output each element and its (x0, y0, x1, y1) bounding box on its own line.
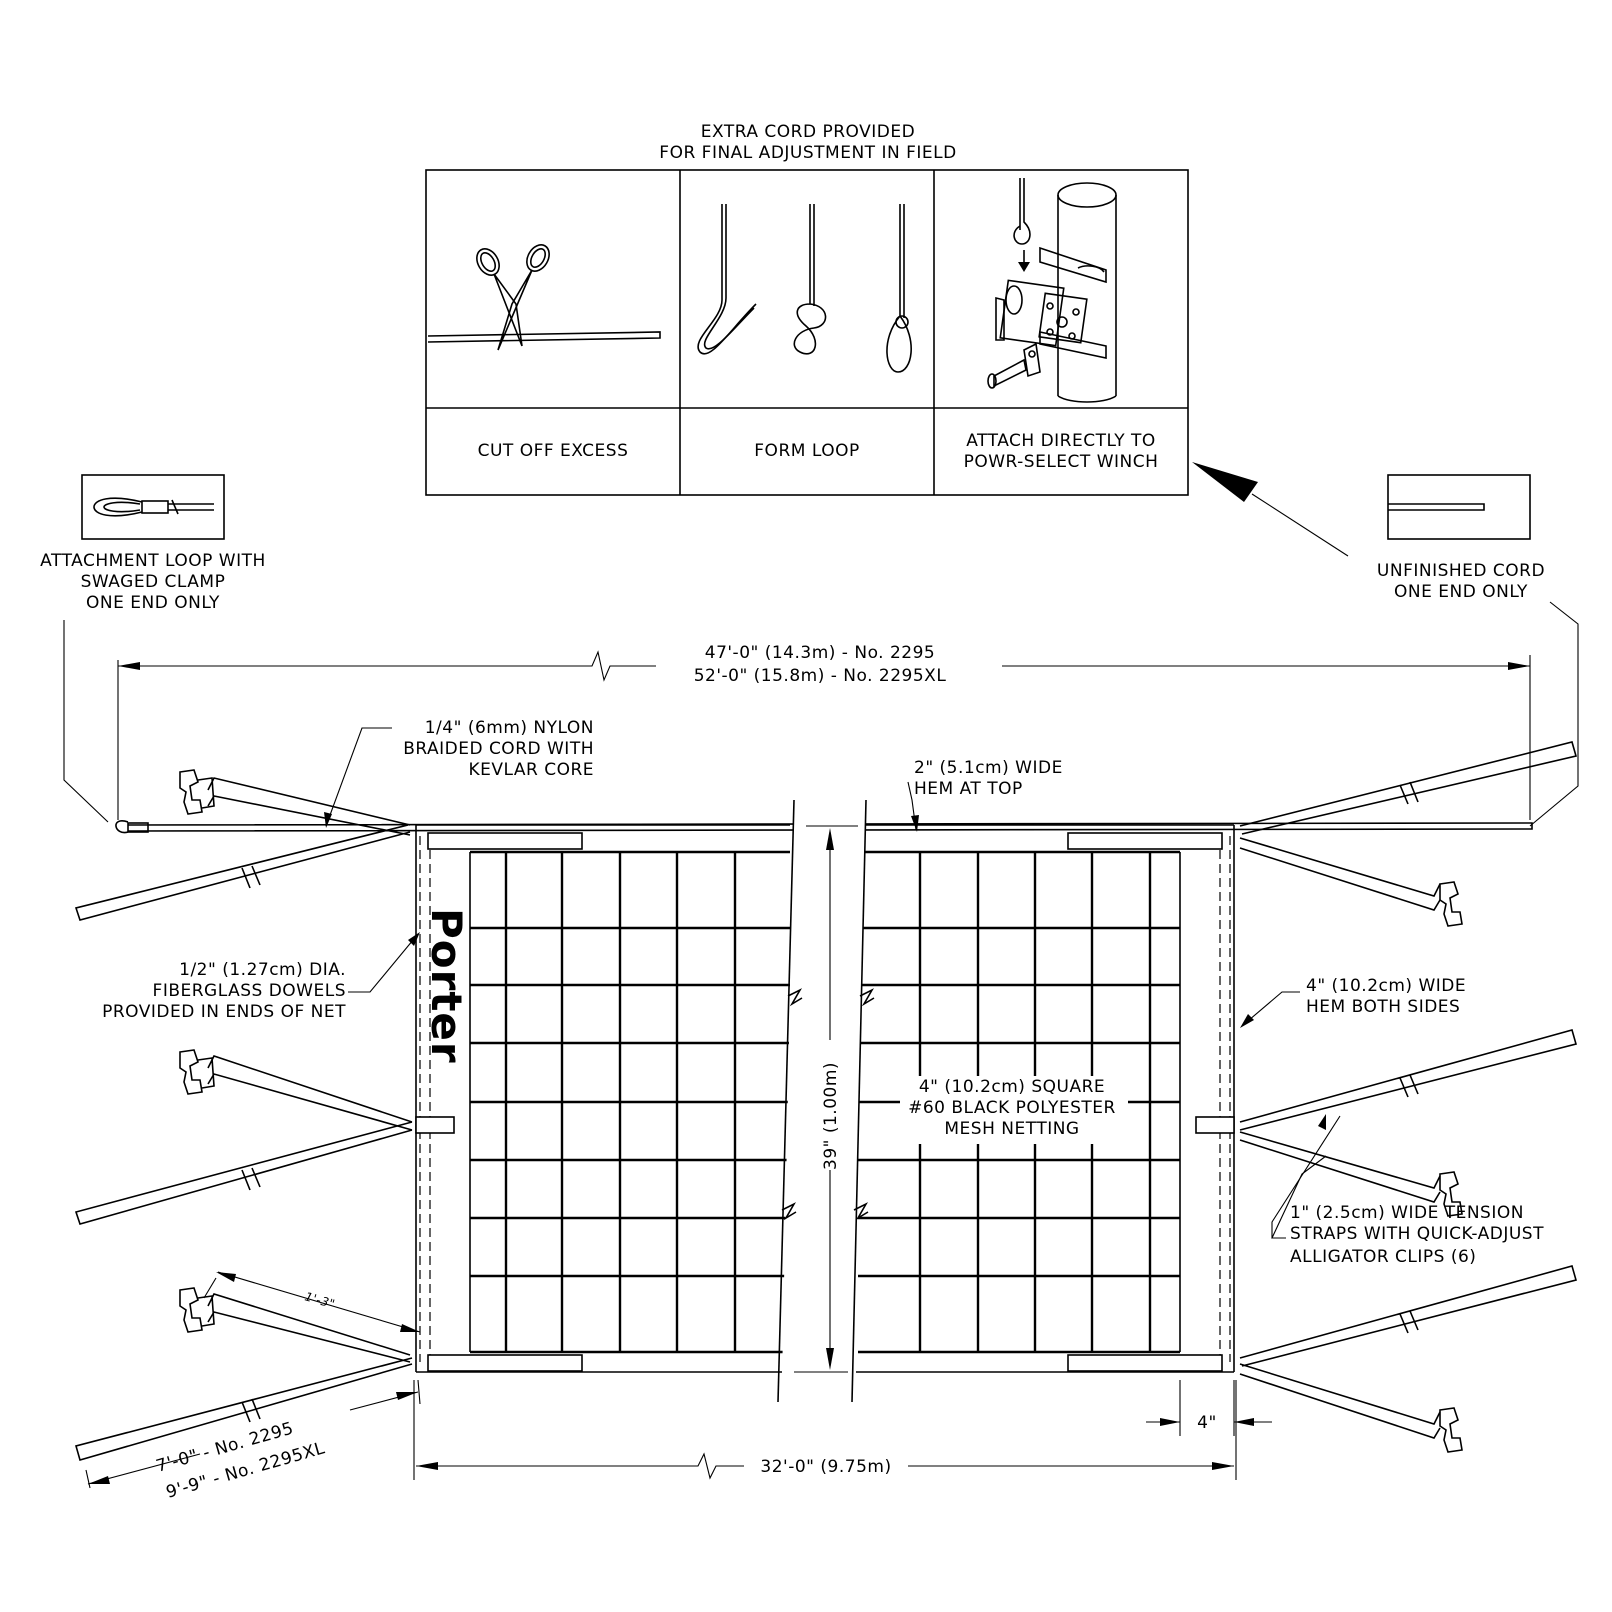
mesh-label-2: #60 BLACK POLYESTER (908, 1098, 1116, 1118)
mesh-left (470, 850, 790, 1354)
hem-top-label-1: 2" (5.1cm) WIDE (914, 758, 1063, 778)
step-cut-label: CUT OFF EXCESS (478, 441, 629, 461)
net-body: Porter (415, 799, 1235, 1403)
cord-label-1: 1/4" (6mm) NYLON (425, 718, 594, 738)
dowel-label-2: FIBERGLASS DOWELS (153, 981, 346, 1001)
mesh-label-1: 4" (10.2cm) SQUARE (919, 1077, 1105, 1097)
straps-label-3: ALLIGATOR CLIPS (6) (1290, 1247, 1476, 1267)
scissors-icon (427, 244, 661, 351)
extra-cord-label-1: EXTRA CORD PROVIDED (701, 122, 915, 142)
tension-straps-left (74, 769, 413, 1461)
unfinished-label-1: UNFINISHED CORD (1377, 561, 1545, 581)
dowel-label-1: 1/2" (1.27cm) DIA. (179, 960, 346, 980)
hem-top-label-2: HEM AT TOP (914, 779, 1023, 799)
tension-straps-right (1239, 741, 1578, 1453)
alligator-clip-icon (179, 1049, 215, 1095)
step-attach-label-2: POWR-SELECT WINCH (964, 452, 1159, 472)
cord-label-3: KEVLAR CORE (468, 760, 594, 780)
loop-knot-icon (697, 204, 912, 373)
attach-loop-label-3: ONE END ONLY (86, 593, 220, 613)
step-attach-label-1: ATTACH DIRECTLY TO (966, 431, 1156, 451)
hem-4-label: 4" (1197, 1413, 1217, 1433)
attach-loop-label-2: SWAGED CLAMP (81, 572, 226, 592)
cord-end-icon (1387, 474, 1531, 540)
mesh-label-3: MESH NETTING (944, 1119, 1079, 1139)
instruction-panel: EXTRA CORD PROVIDED FOR FINAL ADJUSTMENT… (425, 122, 1189, 496)
length-2295xl-label: 52'-0" (15.8m) - No. 2295XL (694, 666, 947, 686)
height-dimension: 39" (1.00m) (794, 825, 858, 1373)
alligator-clip-icon (1439, 881, 1463, 927)
extra-cord-label-2: FOR FINAL ADJUSTMENT IN FIELD (659, 143, 956, 163)
cord-label-2: BRAIDED CORD WITH (403, 739, 594, 759)
alligator-clip-icon (179, 769, 215, 815)
straps-label-2: STRAPS WITH QUICK-ADJUST (1290, 1224, 1544, 1244)
alligator-clip-icon (1439, 1407, 1463, 1453)
straps-label-1: 1" (2.5cm) WIDE TENSION (1290, 1203, 1524, 1223)
porter-logo: Porter (422, 908, 471, 1064)
step-loop-label: FORM LOOP (754, 441, 859, 461)
dowel-label-3: PROVIDED IN ENDS OF NET (102, 1002, 346, 1022)
alligator-clip-icon (179, 1287, 215, 1333)
attach-loop-label-1: ATTACHMENT LOOP WITH (40, 551, 266, 571)
winch-icon (987, 178, 1117, 403)
hem-width-dimension: 4" (1146, 1380, 1272, 1436)
overall-length-dimension: 47'-0" (14.3m) - No. 2295 52'-0" (15.8m)… (117, 643, 1531, 820)
strap-short-dimension: 1'-3" (203, 1271, 421, 1333)
strap-long-dimension: 7'-0" - No. 2295 9'-9" - No. 2295XL (85, 1379, 421, 1503)
unfinished-label-2: ONE END ONLY (1394, 582, 1528, 602)
alligator-clip-icon (1439, 1171, 1463, 1217)
hem-sides-label-1: 4" (10.2cm) WIDE (1306, 976, 1466, 996)
width-dimension: 32'-0" (9.75m) (413, 1380, 1237, 1480)
strap-short-label: 1'-3" (303, 1289, 337, 1311)
width-label: 32'-0" (9.75m) (760, 1457, 891, 1477)
swaged-loop-icon (81, 474, 225, 540)
length-2295-label: 47'-0" (14.3m) - No. 2295 (705, 643, 936, 663)
height-label: 39" (1.00m) (821, 1062, 841, 1170)
hem-sides-label-2: HEM BOTH SIDES (1306, 997, 1460, 1017)
